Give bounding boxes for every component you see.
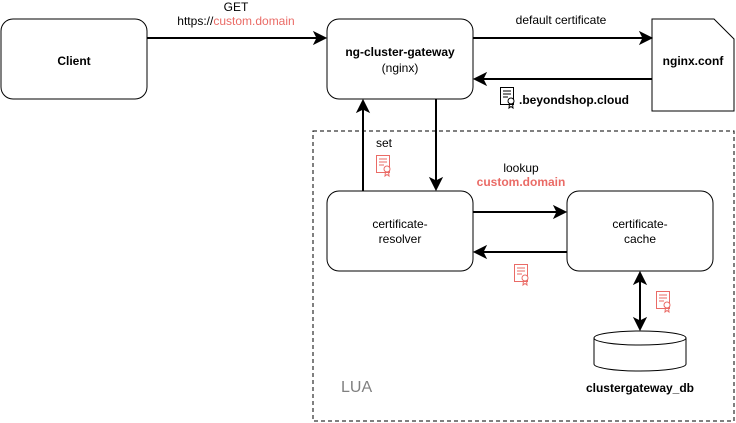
edge-resolver-to-gateway: [355, 98, 371, 191]
clustergateway-db-label: clustergateway_db: [586, 381, 694, 395]
gateway-sublabel: (nginx): [382, 61, 419, 75]
edge-gateway-to-nginx-conf: [473, 30, 654, 46]
clustergateway-db-node[interactable]: [593, 330, 687, 372]
get-url-label: https://custom.domain: [177, 14, 294, 28]
lookup-label: lookup: [503, 161, 539, 175]
beyondshop-cloud-label: .beyondshop.cloud: [519, 93, 629, 107]
get-url-domain: custom.domain: [213, 14, 294, 28]
gateway-label: ng-cluster-gateway: [345, 45, 455, 59]
nginx-conf-label: nginx.conf: [663, 54, 725, 68]
certificate-icon: [656, 291, 671, 314]
default-certificate-label: default certificate: [516, 13, 607, 27]
edge-nginx-conf-to-gateway: [472, 71, 652, 87]
get-url-prefix: https://: [177, 14, 214, 28]
lookup-domain-label: custom.domain: [477, 175, 566, 189]
gateway-node[interactable]: [326, 18, 474, 100]
certificate-resolver-node[interactable]: [326, 190, 474, 272]
nginx-conf-node[interactable]: [651, 18, 735, 112]
certificate-cache-label-line1: certificate-: [612, 217, 667, 231]
edge-client-to-gateway: [147, 30, 328, 46]
lua-group-boundary: [312, 130, 735, 422]
get-method-label: GET: [224, 0, 249, 14]
set-label: set: [376, 136, 393, 150]
certificate-icon: [500, 87, 515, 110]
certificate-cache-node[interactable]: [566, 190, 714, 272]
edge-resolver-to-cache: [473, 204, 568, 220]
certificate-resolver-label-line2: resolver: [379, 232, 422, 246]
edge-cache-to-resolver: [472, 244, 567, 260]
certificate-icon: [376, 155, 391, 178]
edge-gateway-to-resolver: [428, 99, 444, 192]
certificate-resolver-label-line1: certificate-: [372, 217, 427, 231]
lua-group-label: LUA: [341, 379, 372, 396]
certificate-cache-label-line2: cache: [624, 232, 656, 246]
client-node[interactable]: [0, 18, 148, 100]
client-label: Client: [57, 54, 90, 68]
edge-cache-db-bidirectional: [632, 270, 648, 332]
certificate-icon: [514, 264, 529, 287]
